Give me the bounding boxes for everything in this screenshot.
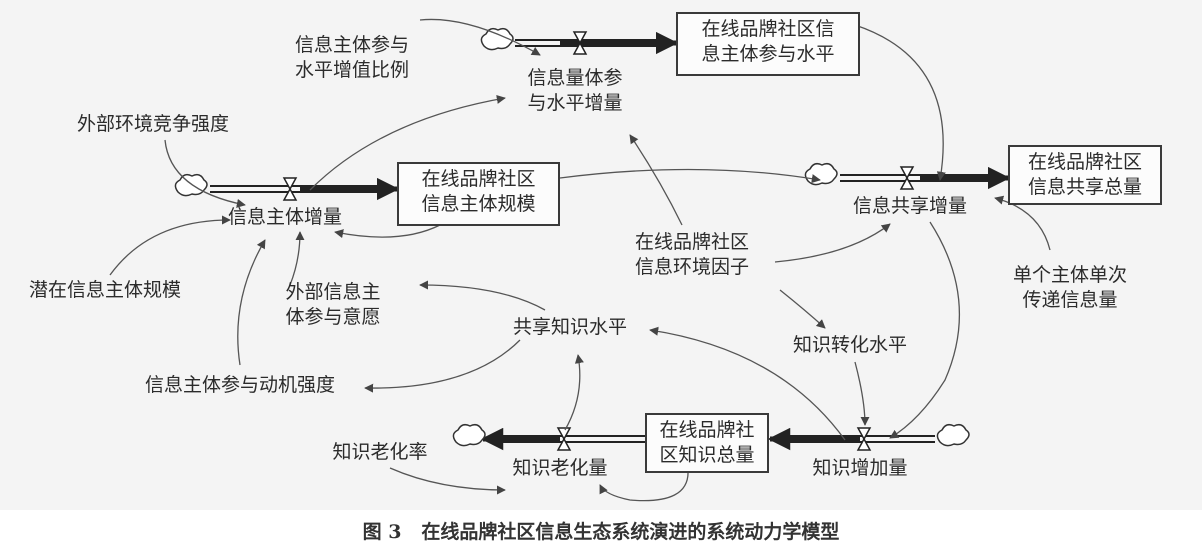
- valve-icon: [282, 177, 298, 201]
- stock-flow-diagram: [109, 18, 1051, 502]
- var-potential-scale: 潜在信息主体规模: [28, 279, 181, 301]
- figure-caption: 图 3 在线品牌社区信息生态系统演进的系统动力学模型: [0, 517, 1202, 547]
- var-external-competition: 外部环境竞争强度: [76, 113, 229, 135]
- flow-subject-increment: 信息主体增量: [227, 206, 342, 228]
- causal-links: [109, 18, 1051, 502]
- flow-share-increment: 信息共享增量: [852, 195, 967, 217]
- figure-number: 图 3: [362, 521, 402, 543]
- valve-icon: [856, 427, 872, 451]
- cloud-icon: [174, 173, 208, 197]
- flow-knowledge-aging: 知识老化量: [512, 457, 608, 479]
- stock-participation-level: 在线品牌社区信 息主体参与水平: [676, 12, 860, 76]
- var-shared-knowledge: 共享知识水平: [512, 316, 627, 338]
- stock-share-total: 在线品牌社区 信息共享总量: [1008, 145, 1162, 205]
- flow-knowledge-increment: 知识增加量: [812, 457, 908, 479]
- cloud-icon: [936, 423, 970, 447]
- valve-icon: [899, 166, 915, 190]
- valve-icon: [572, 31, 588, 55]
- figure-title: 在线品牌社区信息生态系统演进的系统动力学模型: [421, 521, 840, 543]
- cloud-icon: [480, 27, 514, 51]
- var-motivation-strength: 信息主体参与动机强度: [144, 374, 335, 396]
- var-conversion-level: 知识转化水平: [792, 334, 907, 356]
- cloud-icon: [804, 162, 838, 186]
- stock-knowledge-total: 在线品牌社 区知识总量: [645, 413, 769, 473]
- var-participation-value-ratio: 信息主体参与 水平增值比例: [294, 34, 409, 81]
- var-single-transfer: 单个主体单次 传递信息量: [1012, 264, 1127, 311]
- var-external-willingness: 外部信息主 体参与意愿: [285, 281, 381, 328]
- cloud-icon: [452, 423, 486, 447]
- var-environment-factor: 在线品牌社区 信息环境因子: [634, 231, 749, 278]
- flow-participation-increment: 信息量体参 与水平增量: [527, 67, 623, 114]
- var-aging-rate: 知识老化率: [332, 441, 428, 463]
- diagram-background: [0, 0, 1202, 510]
- flow-valves: [282, 31, 915, 451]
- stock-subject-scale: 在线品牌社区 信息主体规模: [397, 162, 560, 226]
- caption-gap: [401, 521, 421, 543]
